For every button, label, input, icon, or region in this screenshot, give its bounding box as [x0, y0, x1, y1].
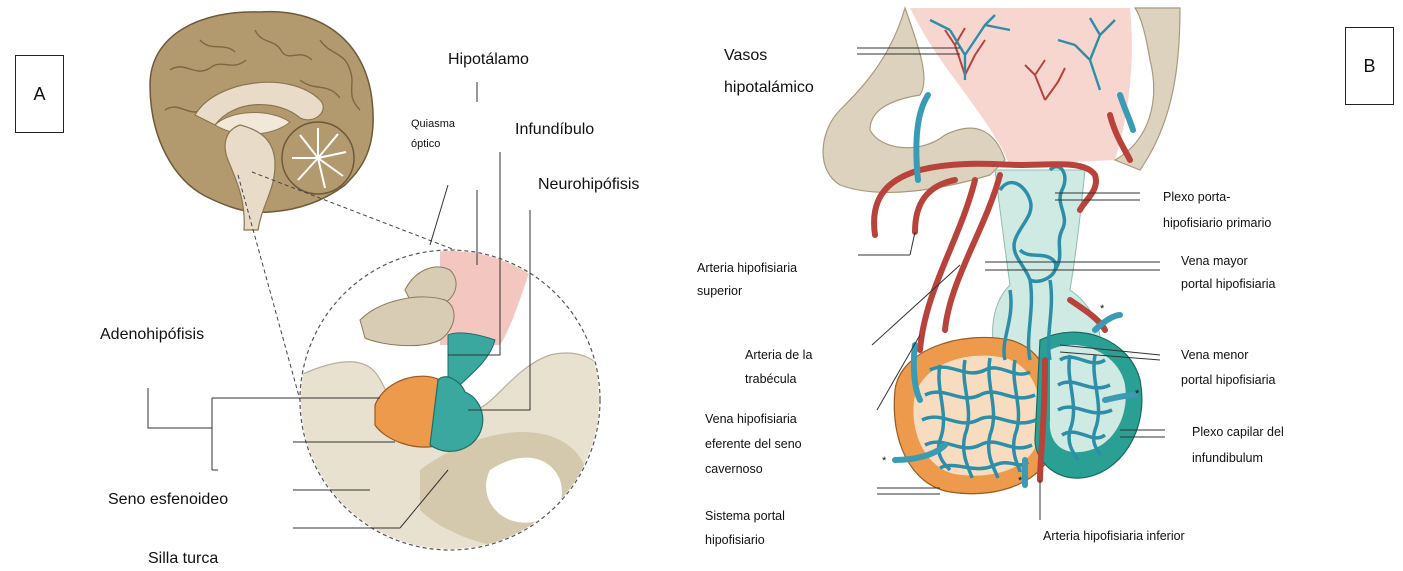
label-vena-eferente-line2: eferente del seno: [705, 437, 802, 452]
label-vena-mayor-line2: portal hipofisiaria: [1181, 277, 1276, 292]
label-arteria-trabecula-line2: trabécula: [745, 372, 796, 387]
label-infundibulo: Infundíbulo: [515, 120, 594, 139]
label-quiasma-line2: óptico: [411, 138, 440, 151]
label-plexo-primario-line2: hipofisiario primario: [1163, 216, 1271, 231]
label-arteria-trabecula-line1: Arteria de la: [745, 348, 812, 363]
label-vena-menor-line1: Vena menor: [1181, 348, 1248, 363]
brain-sagittal: [150, 12, 373, 230]
panel-b-illustration: [823, 8, 1180, 520]
label-vasos-line1: Vasos: [724, 46, 767, 65]
label-arteria-superior-line2: superior: [697, 284, 742, 299]
label-neurohipofisis: Neurohipófisis: [538, 175, 639, 194]
label-quiasma-line1: Quiasma: [411, 118, 455, 131]
label-vasos-line2: hipotalámico: [724, 78, 814, 97]
label-vena-eferente-line3: cavernoso: [705, 462, 763, 477]
label-hipotalamo: Hipotálamo: [448, 50, 529, 69]
asterisk-marker: *: [1018, 475, 1022, 488]
label-plexo-primario-line1: Plexo porta-: [1163, 190, 1230, 205]
panel-a-illustration: [148, 12, 610, 560]
label-arteria-inferior: Arteria hipofisiaria inferior: [1043, 529, 1185, 544]
label-sistema-portal-line1: Sistema portal: [705, 509, 785, 524]
label-adenohipofisis: Adenohipófisis: [100, 325, 204, 344]
label-plexo-capilar-line2: infundibulum: [1192, 451, 1263, 466]
label-vena-menor-line2: portal hipofisiaria: [1181, 373, 1276, 388]
panel-b-tag: B: [1345, 27, 1394, 105]
asterisk-marker: *: [882, 455, 886, 468]
label-sistema-portal-line2: hipofisiario: [705, 533, 765, 548]
label-seno-esfenoideo: Seno esfenoideo: [108, 490, 228, 509]
asterisk-marker: *: [1100, 303, 1104, 316]
label-arteria-superior-line1: Arteria hipofisiaria: [697, 261, 797, 276]
label-silla-turca: Silla turca: [148, 549, 218, 568]
label-plexo-capilar-line1: Plexo capilar del: [1192, 425, 1284, 440]
label-vena-mayor-line1: Vena mayor: [1181, 254, 1248, 269]
label-vena-eferente-line1: Vena hipofisiaria: [705, 412, 797, 427]
asterisk-marker: *: [1135, 388, 1139, 401]
panel-a-tag: A: [15, 55, 64, 133]
